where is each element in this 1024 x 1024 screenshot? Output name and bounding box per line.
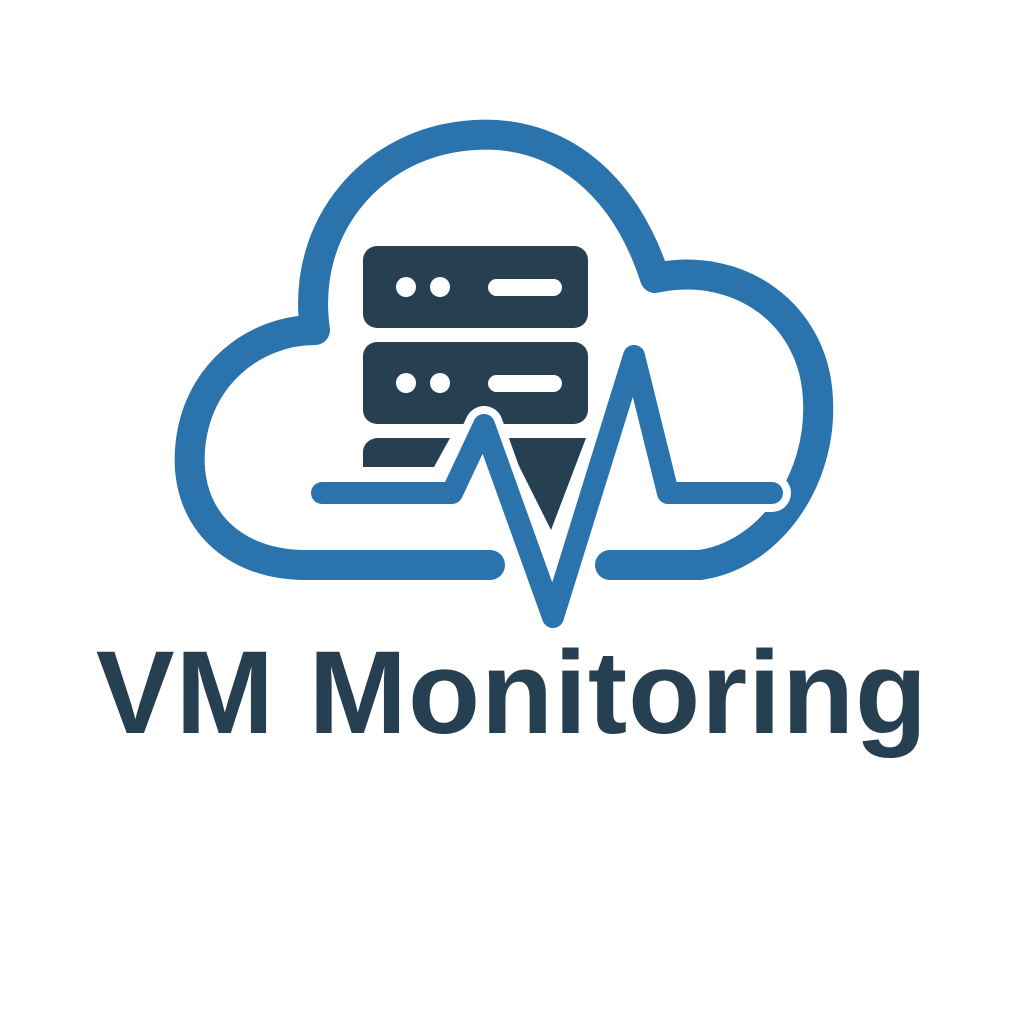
server-stack-icon <box>363 246 588 530</box>
heartbeat-pulse-icon <box>303 337 791 636</box>
brand-title: VM Monitoring <box>95 627 929 759</box>
server-drive-slot <box>488 375 562 392</box>
server-led <box>396 277 416 297</box>
server-unit-top <box>363 246 588 328</box>
server-led <box>396 373 416 393</box>
server-unit-bottom <box>363 438 450 467</box>
cloud-icon <box>174 119 834 580</box>
server-unit-bottom-right <box>505 438 586 530</box>
server-drive-slot <box>488 279 562 296</box>
server-led <box>430 373 450 393</box>
server-led <box>430 277 450 297</box>
server-unit-middle <box>363 342 588 424</box>
